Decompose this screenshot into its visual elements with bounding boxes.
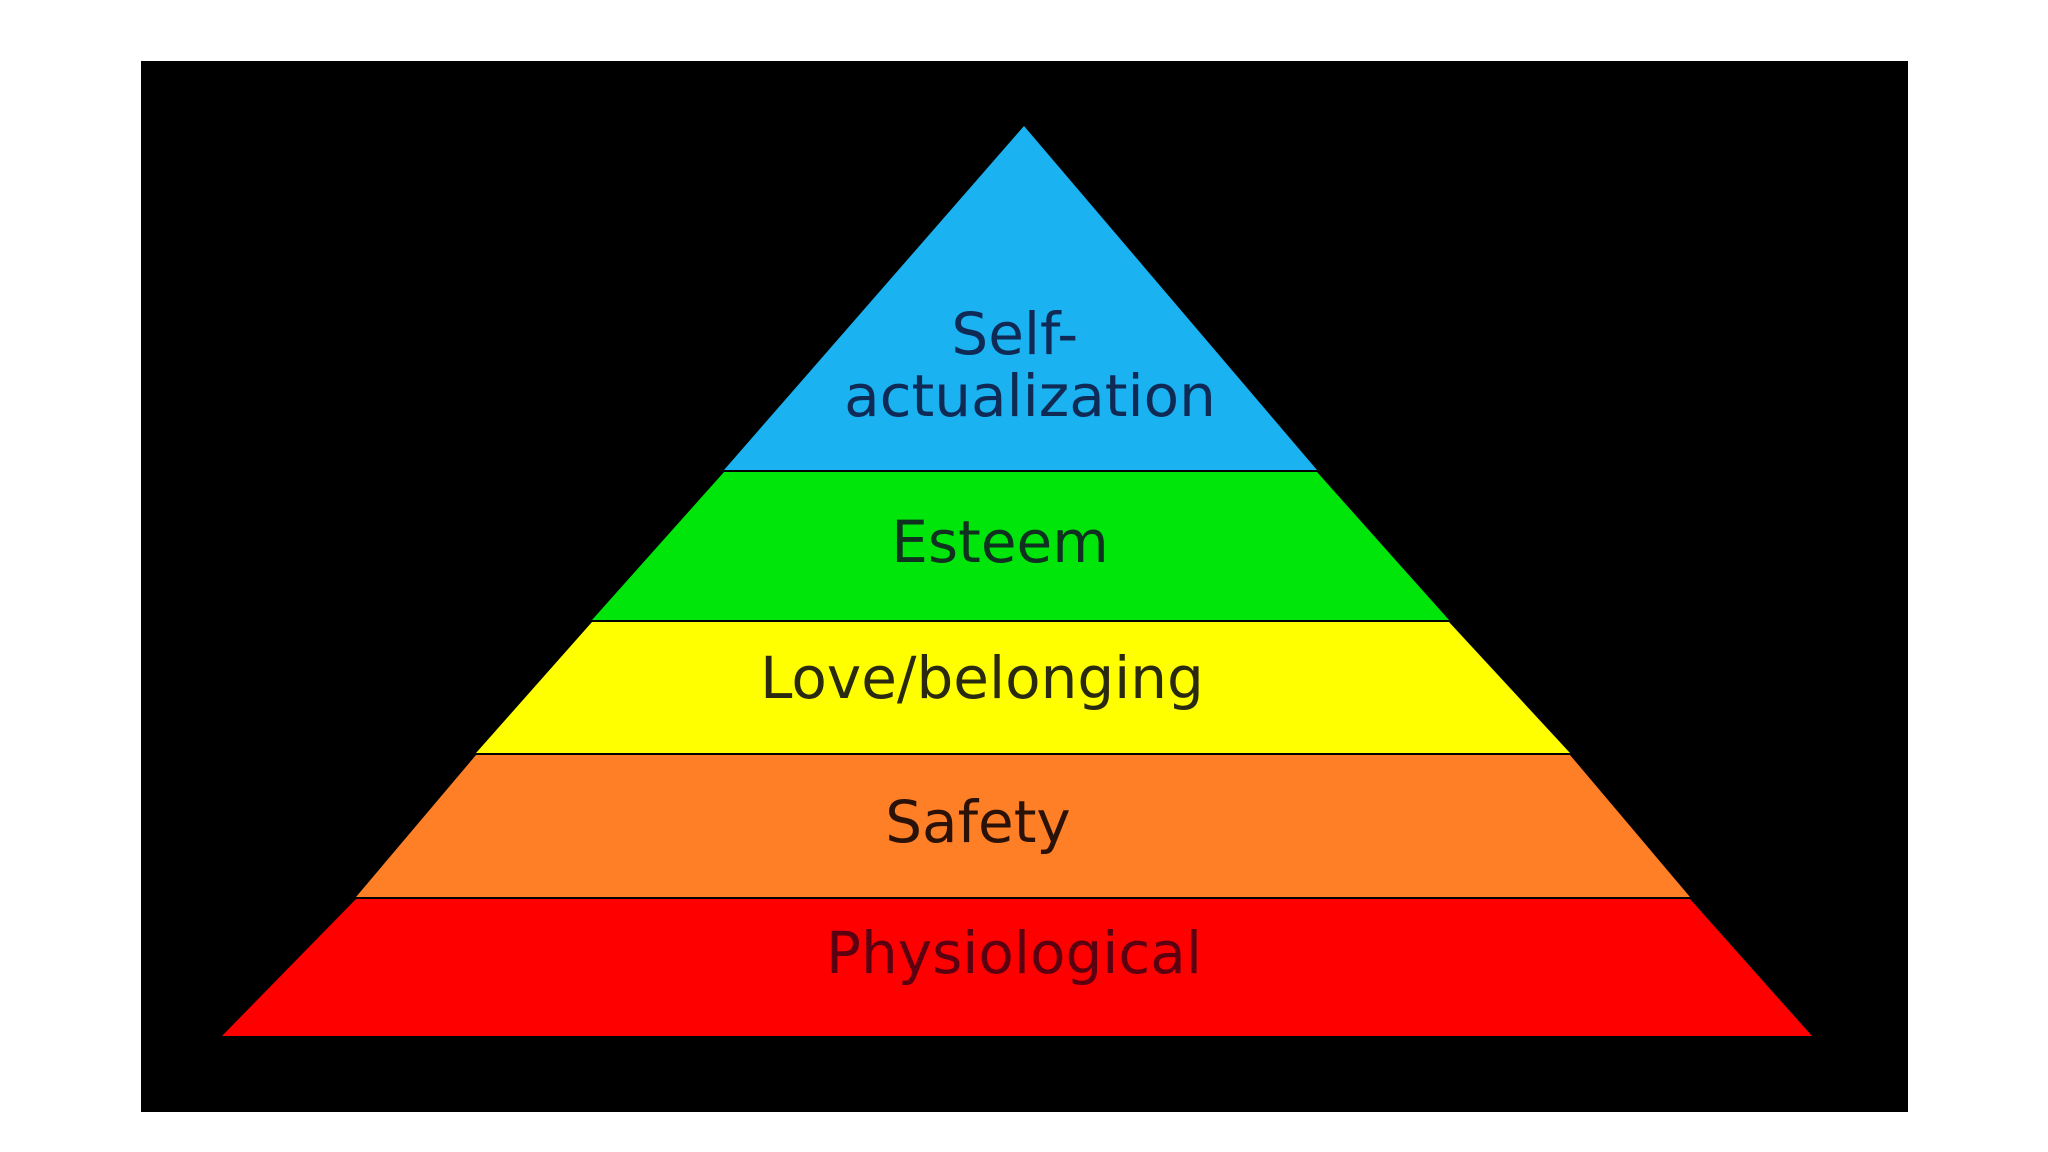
tier-safety-label: Safety: [885, 788, 1071, 856]
tier-love-belonging-label: Love/belonging: [760, 644, 1204, 712]
tier-physiological-shape: [222, 899, 1812, 1036]
tier-self-actualization-label: Self- actualization: [844, 300, 1216, 430]
tier-self-actualization-label-line-1: Self-: [951, 300, 1078, 368]
tier-self-actualization-label-line-2: actualization: [844, 362, 1216, 430]
tier-self-actualization-shape: [724, 126, 1317, 470]
tier-esteem-label: Esteem: [891, 508, 1108, 576]
tier-love-belonging-shape: [476, 622, 1570, 753]
tier-safety-shape: [356, 755, 1690, 897]
tier-physiological-label: Physiological: [826, 919, 1202, 987]
tier-esteem-shape: [592, 472, 1449, 620]
